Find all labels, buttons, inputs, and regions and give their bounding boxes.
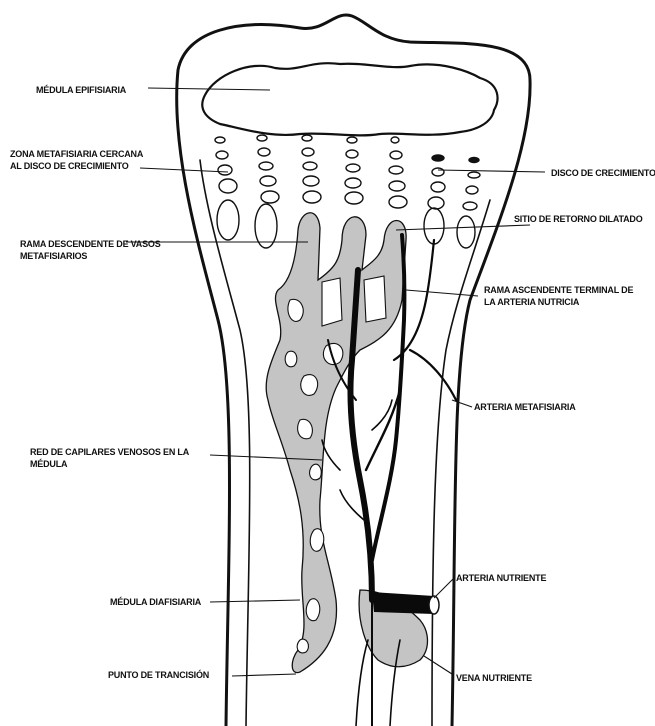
label-rama-descendente: RAMA DESCENDENTE DE VASOS METAFISIARIOS [20, 238, 161, 262]
label-red-capilares: RED DE CAPILARES VENOSOS EN LA MÉDULA [30, 446, 189, 470]
label-sitio-retorno: SITIO DE RETORNO DILATADO [514, 213, 643, 225]
label-zona-metafisiaria: ZONA METAFISIARIA CERCANA AL DISCO DE CR… [10, 148, 143, 172]
label-medula-diafisiaria: MÉDULA DIAFISIARIA [110, 596, 201, 608]
label-medula-epifisiaria: MÉDULA EPIFISIARIA [36, 84, 126, 96]
label-punto-transicion: PUNTO DE TRANCISIÓN [108, 669, 209, 681]
label-arteria-metafisiaria: ARTERIA METAFISIARIA [474, 401, 576, 413]
epiphyseal-marrow [202, 63, 497, 135]
label-rama-ascendente: RAMA ASCENDENTE TERMINAL DE LA ARTERIA N… [484, 284, 633, 308]
nutrient-artery-tube [372, 592, 439, 614]
label-vena-nutriente: VENA NUTRIENTE [456, 672, 532, 684]
label-arteria-nutriente: ARTERIA NUTRIENTE [456, 572, 546, 584]
label-disco-crecimiento: DISCO DE CRECIMIENTO [551, 167, 655, 179]
